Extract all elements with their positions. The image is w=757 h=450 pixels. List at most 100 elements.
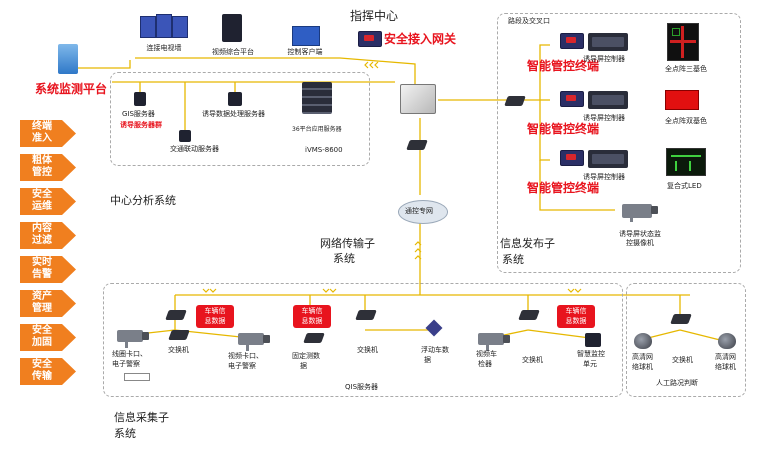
status-camera-label-1: 诱导屏状态监: [619, 230, 661, 238]
coil-label-2: 电子警察: [112, 360, 140, 368]
composite-led-icon: [666, 148, 706, 176]
coil-camera-icon: [117, 330, 149, 348]
publish-switch-icon: [504, 96, 526, 106]
video-detector-label-1: 视频车: [476, 350, 497, 358]
tri-color-label: 全点阵三基色: [665, 65, 707, 73]
traffic-server-label: 交通联动服务器: [170, 145, 219, 153]
collect-region: [103, 283, 623, 397]
network-section-title-1: 网络传输子: [320, 237, 375, 250]
switch-icon-4: [670, 314, 692, 324]
vehicle-info-box-1: 车辆信息数据: [196, 305, 234, 328]
video-detector-label-2: 检器: [478, 360, 492, 368]
qis-server-label: QIS服务器: [345, 383, 379, 391]
hd-camera-label-2b: 络球机: [715, 363, 736, 371]
video-platform-icon: [222, 14, 242, 42]
coil-sensor-icon: [124, 373, 150, 381]
status-camera-label-2: 控摄像机: [626, 239, 654, 247]
ivms-label: iVMS-8600: [305, 146, 343, 154]
private-network-label: 通控专网: [405, 207, 433, 215]
side-label-security-ops: 安全运维: [20, 188, 76, 215]
smart-unit-label-2: 单元: [583, 360, 597, 368]
hd-camera-label-2a: 高清网: [715, 353, 736, 361]
video-platform-label: 视频综合平台: [212, 48, 254, 56]
switch-icon-2: [355, 310, 377, 320]
side-label-security-harden: 安全加固: [20, 324, 76, 351]
platform-server-stack-icon: [302, 82, 332, 114]
tri-color-screen-icon: [667, 23, 699, 61]
side-label-secure-transfer: 安全传输: [20, 358, 76, 385]
monitor-platform-label: 系统监测平台: [35, 82, 108, 96]
terminal-icon-1: [560, 33, 584, 49]
traffic-server-icon: [179, 130, 191, 142]
control-client-label: 控制客户端: [287, 48, 323, 56]
link-c9: [527, 329, 591, 339]
switch-icon-5: [168, 330, 190, 340]
video-checkpoint-label-2: 电子警察: [228, 362, 256, 370]
switch-label-3: 交换机: [522, 356, 543, 364]
video-wall-label: 连接电视墙: [146, 44, 182, 52]
core-switch-icon: [406, 140, 428, 150]
video-checkpoint-label-1: 视频卡口、: [228, 352, 263, 360]
float-data-label-2: 据: [424, 356, 431, 364]
vehicle-info-box-3: 车辆信息数据: [557, 305, 595, 328]
gis-server-label: GIS服务器: [122, 110, 155, 118]
publish-section-title-2: 系统: [502, 253, 524, 266]
switch-icon-3: [518, 310, 540, 320]
smart-monitor-unit-icon: [585, 333, 601, 347]
video-detector-camera-icon: [478, 333, 510, 351]
guide-data-server-label: 诱导数据处理服务器: [202, 110, 265, 118]
hd-camera-label-1b: 络球机: [632, 363, 653, 371]
switch-label-4: 交换机: [672, 356, 693, 364]
vehicle-info-box-2: 车辆信息数据: [293, 305, 331, 328]
manual-region: [626, 283, 746, 397]
security-gateway-icon: [358, 31, 382, 47]
security-gateway-label: 安全接入网关: [384, 32, 457, 46]
smart-unit-label-1: 智慧监控: [577, 350, 605, 358]
side-label-coarse-control: 粗体管控: [20, 154, 76, 181]
hd-camera-label-1a: 高清网: [632, 353, 653, 361]
coil-label-1: 线圈卡口、: [112, 350, 147, 358]
video-wall-icon: [140, 14, 188, 40]
fixed-detector-icon: [303, 333, 325, 343]
controller-icon-1: [588, 33, 628, 51]
guide-data-server-icon: [228, 92, 242, 106]
controller-label-1: 诱导屏控制器: [583, 55, 625, 63]
server-icon: [58, 44, 78, 74]
switch-label-1: 交换机: [168, 346, 189, 354]
controller-icon-2: [588, 91, 628, 109]
terminal-label-1: 智能管控终端: [527, 59, 600, 73]
terminal-label-3: 智能管控终端: [527, 181, 600, 195]
video-checkpoint-camera-icon: [238, 333, 270, 351]
link-top: [135, 57, 416, 90]
collect-section-title-2: 系统: [114, 427, 136, 440]
gis-server-icon: [134, 92, 146, 106]
core-device-icon: [400, 84, 436, 114]
dual-color-screen-icon: [665, 90, 699, 110]
side-label-realtime-alarm: 实时告警: [20, 256, 76, 283]
center-region: [110, 72, 370, 166]
publish-region: [497, 13, 741, 273]
terminal-icon-3: [560, 150, 584, 166]
controller-label-2: 诱导屏控制器: [583, 114, 625, 122]
publish-section-title-1: 信息发布子: [500, 237, 555, 250]
link-publish-cam: [539, 160, 615, 211]
terminal-icon-2: [560, 91, 584, 107]
road-label: 路段及交叉口: [508, 17, 550, 25]
side-label-terminal-access: 终端准入: [20, 120, 76, 147]
link-c12: [679, 329, 721, 341]
dual-color-label: 全点阵双基色: [665, 117, 707, 125]
hd-dome-camera-icon-1: [634, 333, 652, 349]
status-camera-icon: [622, 204, 658, 222]
center-section-title: 中心分析系统: [110, 194, 176, 207]
float-data-label-1: 浮动车数: [421, 346, 449, 354]
side-label-asset-mgmt: 资产管理: [20, 290, 76, 317]
guide-server-group-label: 诱导服务器群: [120, 121, 162, 129]
control-client-icon: [292, 26, 320, 46]
fixed-data-label-1: 固定测数: [292, 352, 320, 360]
switch-label-2: 交换机: [357, 346, 378, 354]
side-label-content-filter: 内容过滤: [20, 222, 76, 249]
terminal-label-2: 智能管控终端: [527, 122, 600, 136]
private-network-cloud: [398, 200, 448, 224]
platform-server-label: 36平台应用服务器: [292, 126, 342, 133]
manual-judge-label: 人工路况判断: [656, 379, 698, 387]
